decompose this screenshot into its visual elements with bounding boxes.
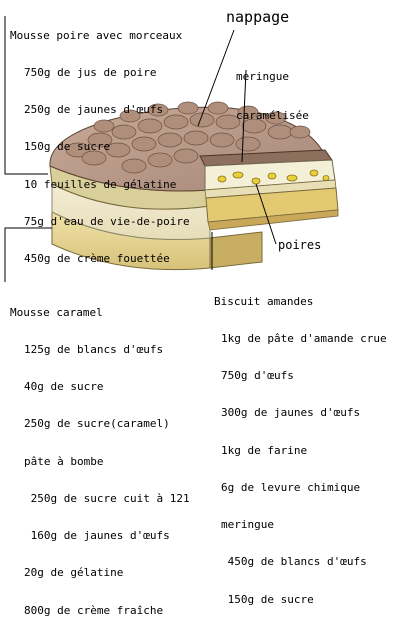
mousse-caramel-block: Mousse caramel 125g de blancs d'œufs 40g…: [10, 282, 190, 642]
mousse-poire-item: 10 feuilles de gélatine: [24, 177, 177, 191]
biscuit-item: 750g d'œufs: [221, 369, 294, 383]
mousse-poire-item: 75g d'eau de vie-de-poire: [24, 214, 190, 228]
mousse-caramel-item: 20g de gélatine: [24, 566, 124, 580]
nappage-scales: [65, 101, 311, 174]
cake-illustration: [4, 16, 339, 282]
biscuit-item: 6g de levure chimique: [221, 480, 361, 494]
mousse-poire-item: 150g de sucre: [24, 140, 111, 154]
leader-poires: [255, 183, 277, 245]
mousse-caramel-item: 800g de crème fraîche: [24, 603, 164, 617]
mousse-poire-item: 250g de jaunes d'œufs: [24, 103, 164, 117]
mousse-caramel-item: pâte à bombe: [24, 454, 104, 468]
biscuit-title: Biscuit amandes: [214, 294, 314, 308]
leader-mousse-poire: [4, 16, 48, 175]
biscuit-block: Biscuit amandes 1kg de pâte d'amande cru…: [214, 271, 387, 631]
pear-pieces: [217, 169, 330, 185]
leader-meringue: [241, 69, 247, 163]
mousse-caramel-item: 160g de jaunes d'œufs: [24, 529, 170, 543]
leader-nappage: [197, 29, 235, 127]
meringue-label-line1: meringue: [236, 70, 289, 83]
mousse-caramel-item: 40g de sucre: [24, 380, 104, 394]
biscuit-item: 150g de sucre: [221, 592, 314, 606]
biscuit-item: 1kg de pâte d'amande crue: [221, 332, 387, 346]
nappage-label: nappage: [226, 8, 290, 26]
biscuit-item: meringue: [221, 518, 274, 532]
cake-body: [49, 101, 323, 271]
leader-lines: [4, 16, 277, 282]
meringue-label-line2: caramélisée: [236, 109, 309, 122]
slice-section: [199, 149, 339, 231]
biscuit-item: 450g de blancs d'œufs: [221, 555, 367, 569]
cake-diagram: Mousse poire avec morceaux 750g de jus d…: [4, 5, 387, 616]
biscuit-item: 300g de jaunes d'œufs: [221, 406, 361, 420]
mousse-poire-block: Mousse poire avec morceaux 750g de jus d…: [10, 5, 190, 290]
mousse-caramel-item: 250g de sucre cuit à 121: [24, 491, 190, 505]
mousse-caramel-item: 250g de sucre(caramel): [24, 417, 170, 431]
poires-label: poires: [278, 238, 322, 252]
biscuit-item: 1kg de farine: [221, 443, 308, 457]
mousse-poire-title: Mousse poire avec morceaux: [10, 28, 183, 42]
biscuit-layer-right: [209, 231, 263, 269]
mousse-poire-item: 750g de jus de poire: [24, 66, 157, 80]
mousse-poire-item: 450g de crème fouettée: [24, 252, 170, 266]
meringue-label: meringue caramélisée: [236, 44, 309, 148]
mousse-caramel-title: Mousse caramel: [10, 305, 103, 319]
leader-mousse-caramel: [4, 227, 52, 282]
mousse-caramel-item: 125g de blancs d'œufs: [24, 343, 164, 357]
